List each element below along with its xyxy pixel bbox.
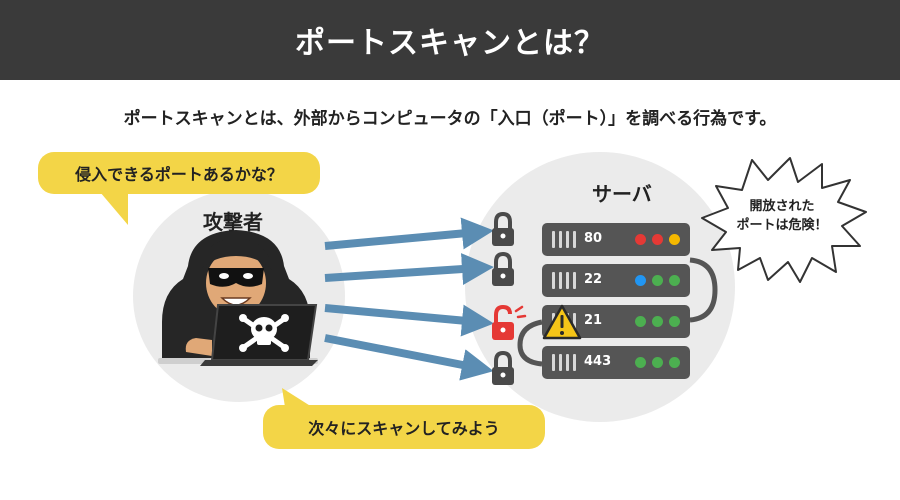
skull-crossbones-icon <box>239 314 289 352</box>
status-lights <box>635 357 680 368</box>
warning-line-1: 開放された <box>749 199 815 214</box>
status-lights <box>635 316 680 327</box>
status-light <box>669 357 680 368</box>
server-label: サーバ <box>592 182 652 206</box>
hacker-eye-right <box>243 273 253 279</box>
hacker-mask <box>208 268 264 287</box>
server-rack-port-80: 80 <box>542 223 690 256</box>
thought-bubble-tail <box>100 192 128 225</box>
warning-burst-text: 開放された ポートは危険！ <box>728 197 836 235</box>
laptop <box>200 304 318 366</box>
port-number: 443 <box>584 354 612 369</box>
status-lights <box>635 234 680 245</box>
scan-arrow-port-22 <box>324 253 494 286</box>
status-light <box>669 275 680 286</box>
status-light <box>635 275 646 286</box>
hacker-hood-edge <box>200 238 272 270</box>
lock-icon-port-22 <box>492 251 514 286</box>
rack-cable-right <box>689 257 718 323</box>
status-light <box>669 316 680 327</box>
attacker-speech-text: 次々にスキャンしてみよう <box>308 419 500 438</box>
server-rack-port-22: 22 <box>542 264 690 297</box>
scan-arrow-port-443 <box>324 334 494 381</box>
attacker-speech-bubble: 次々にスキャンしてみよう <box>263 405 545 449</box>
port-number: 21 <box>584 313 603 328</box>
attacker-thought-text: 侵入できるポートあるかな？ <box>75 165 283 184</box>
status-light <box>652 357 663 368</box>
scan-arrow-port-21 <box>324 304 494 337</box>
port-number: 80 <box>584 231 603 246</box>
hacker-eye-left <box>219 273 229 279</box>
unlocked-icon-port-21 <box>492 304 527 340</box>
status-light <box>635 357 646 368</box>
rack-vents <box>552 231 576 248</box>
warning-triangle-icon <box>542 304 582 340</box>
rack-vents <box>552 354 576 371</box>
status-light <box>635 316 646 327</box>
hacker-hand <box>185 338 212 356</box>
server-rack-port-443: 443 <box>542 346 690 379</box>
lock-icon-port-443 <box>492 350 514 385</box>
status-light <box>652 316 663 327</box>
rack-cable-left <box>517 319 543 367</box>
page-title: ポートスキャンとは？ <box>295 26 605 61</box>
scan-arrow-port-80 <box>324 217 494 250</box>
port-number: 22 <box>584 272 603 287</box>
warning-burst-bubble <box>701 157 867 283</box>
rack-vents <box>552 272 576 289</box>
page-subtitle: ポートスキャンとは、外部からコンピュータの「入口（ポート）」を調べる行為です。 <box>123 109 777 129</box>
status-light <box>652 275 663 286</box>
attacker-label: 攻撃者 <box>203 210 263 234</box>
lock-icon-port-80 <box>492 211 514 246</box>
status-light <box>635 234 646 245</box>
status-light <box>669 234 680 245</box>
status-light <box>652 234 663 245</box>
page-header: ポートスキャンとは？ <box>0 0 900 80</box>
speech-bubble-tail <box>282 388 312 407</box>
attacker-thought-bubble: 侵入できるポートあるかな？ <box>38 152 320 194</box>
laptop-base <box>200 360 318 366</box>
warning-line-2: ポートは危険！ <box>736 218 828 233</box>
status-lights <box>635 275 680 286</box>
